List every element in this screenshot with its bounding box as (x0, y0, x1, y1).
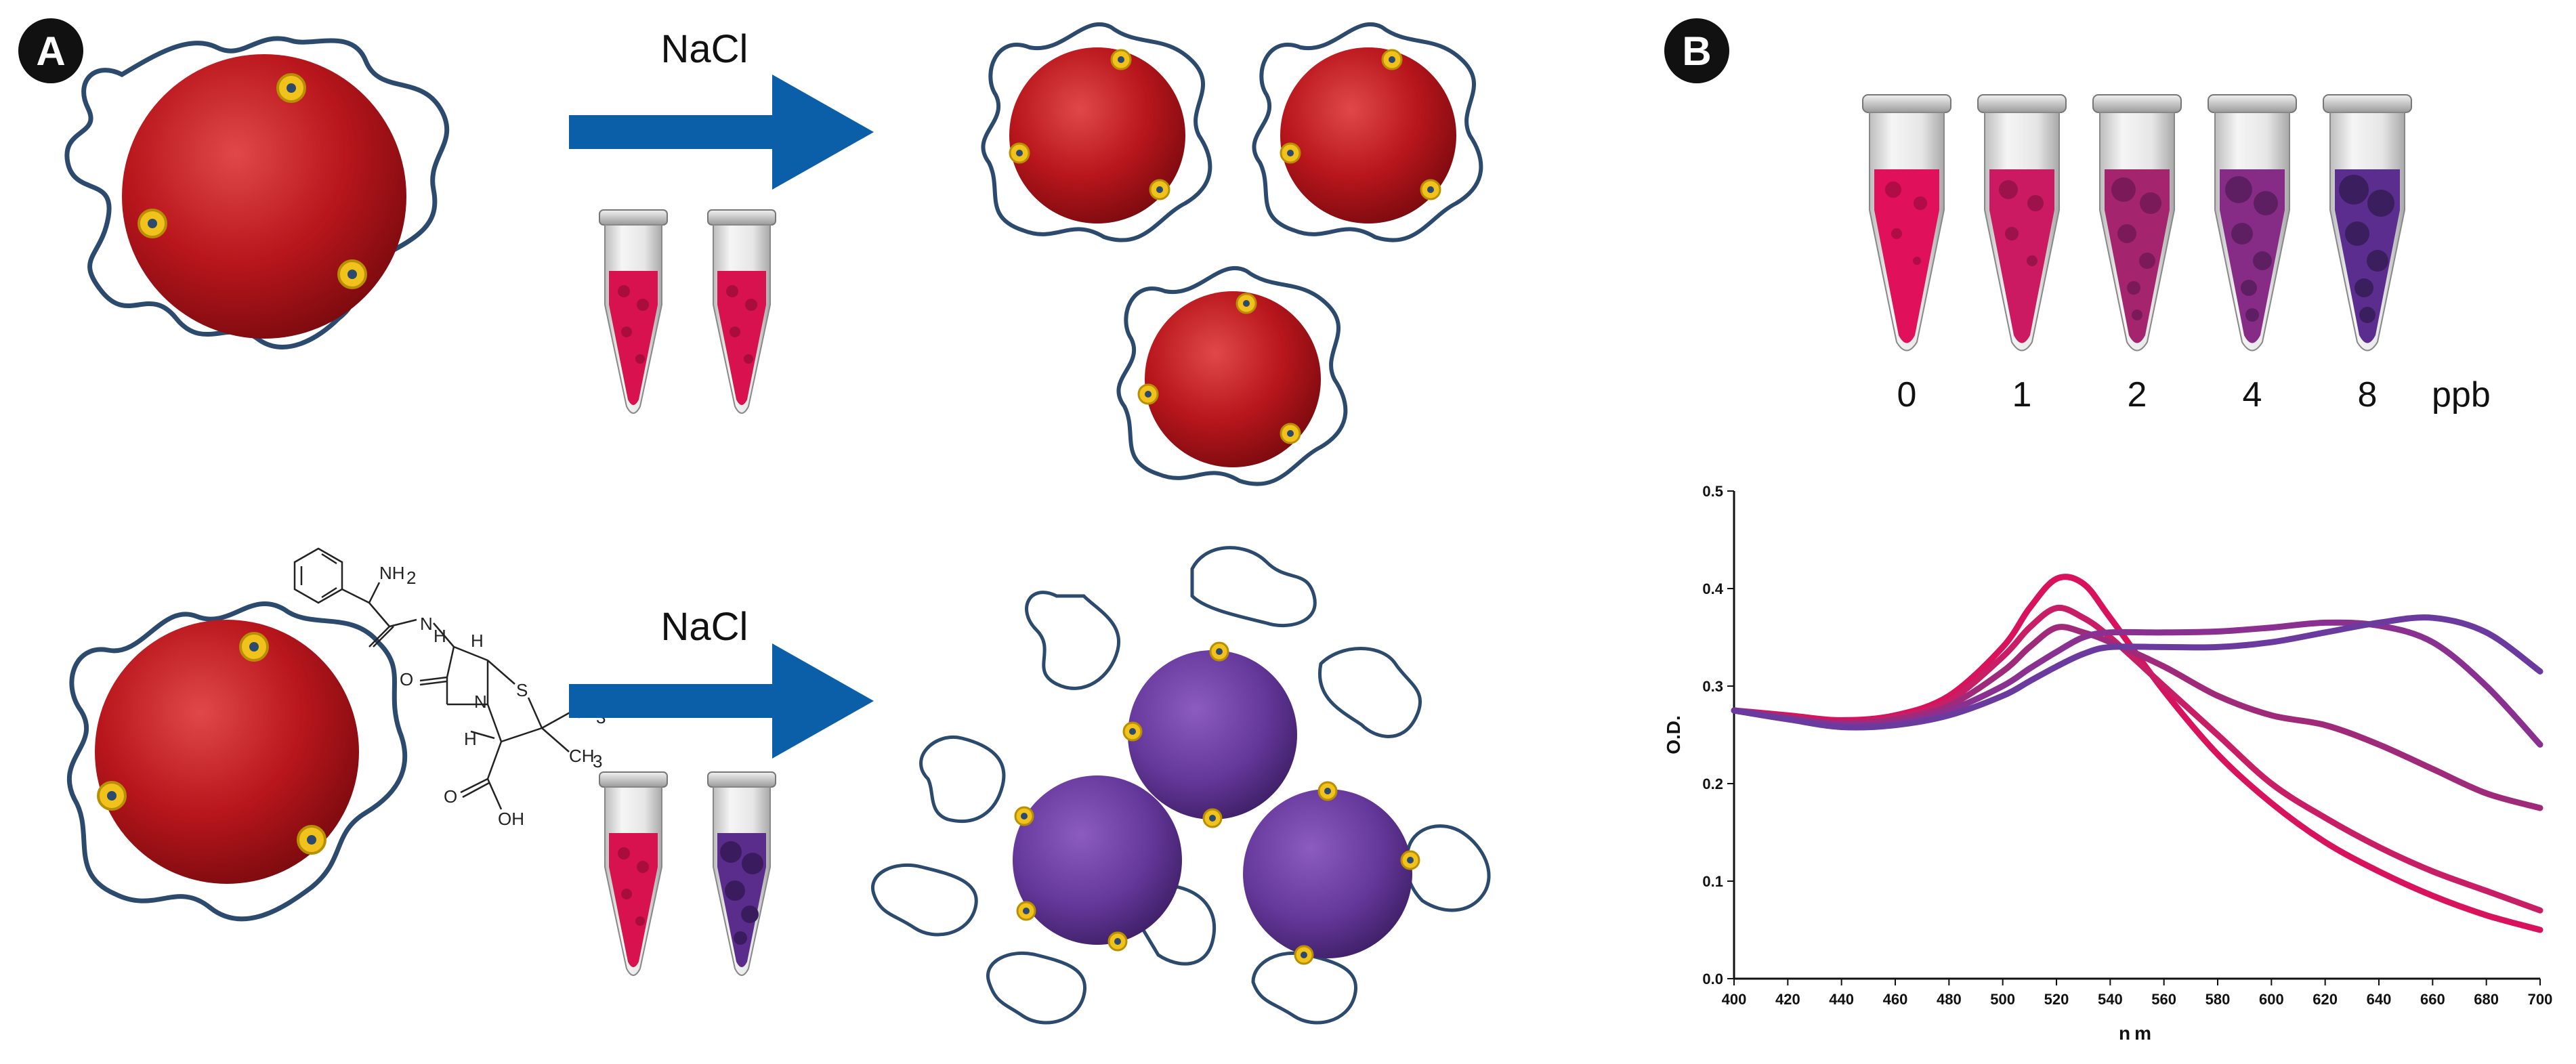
mol-ch3-b-sub: 3 (593, 751, 602, 771)
y-tick-label: 0.2 (1702, 775, 1723, 792)
x-tick-label: 420 (1775, 991, 1800, 1008)
tube-label: 2 (2128, 375, 2147, 414)
x-tick-label: 480 (1937, 991, 1962, 1008)
tube-red (599, 771, 668, 976)
tube-label: 1 (2012, 375, 2032, 414)
mol-ch3-b: CH (569, 746, 595, 766)
x-tick-label: 640 (2367, 991, 2392, 1008)
x-tick-label: 460 (1883, 991, 1908, 1008)
y-tick-label: 0.3 (1702, 678, 1723, 695)
mol-n: N (420, 614, 433, 634)
bound-ligands (870, 546, 1491, 1025)
nacl-label-top: NaCl (661, 27, 748, 71)
mol-nh2-sub: 2 (406, 568, 416, 588)
y-tick-label: 0.5 (1702, 483, 1723, 500)
mol-h-top: H (471, 631, 484, 651)
x-tick-label: 620 (2313, 991, 2338, 1008)
mol-oh: OH (498, 809, 524, 829)
arrow-top (569, 75, 874, 190)
x-tick-label: 400 (1722, 991, 1747, 1008)
od-spectrum-chart: 0.0 0.1 0.2 0.3 0.4 0.5 400 420 440 460 480 500 520 5… (1663, 483, 2552, 1044)
nanoparticle-red-top (64, 36, 450, 349)
mol-o-acid: O (444, 786, 457, 807)
spectrum-line-3 (1731, 624, 2543, 811)
x-tick-label: 600 (2259, 991, 2284, 1008)
x-tick-label: 520 (2044, 991, 2069, 1008)
panel-b-badge: B (1664, 18, 1729, 83)
panel-a-badge: A (18, 18, 83, 83)
x-tick-label: 560 (2151, 991, 2176, 1008)
x-tick-label: 440 (1829, 991, 1854, 1008)
y-tick-label: 0.1 (1702, 873, 1723, 890)
nanoparticle-red-bottom (66, 601, 408, 922)
tube-series: 0 1 2 4 8 ppb (1862, 94, 2491, 414)
tube-label: 0 (1897, 375, 1917, 414)
tube-0-ppb (1862, 94, 1951, 352)
x-tick-label: 660 (2420, 991, 2445, 1008)
tube-1-ppb (1977, 94, 2067, 352)
x-axis-title: nm (2119, 1023, 2155, 1044)
x-tick-label: 500 (1990, 991, 2015, 1008)
mol-nh2: NH (379, 563, 405, 583)
y-tick-label: 0.0 (1702, 971, 1723, 987)
x-tick-label: 580 (2205, 991, 2231, 1008)
x-tick-label: 700 (2528, 991, 2553, 1008)
nanoparticle-red-dispersed (1116, 265, 1348, 486)
y-axis-title: O.D. (1663, 715, 1684, 754)
tube-label: 4 (2243, 375, 2262, 414)
nacl-label-bottom: NaCl (661, 605, 748, 649)
spectrum-line-5 (1731, 614, 2543, 731)
tube-4-ppb (2208, 94, 2297, 352)
tube-8-ppb (2323, 94, 2412, 352)
x-tick-label: 540 (2098, 991, 2123, 1008)
tube-unit-label: ppb (2432, 375, 2491, 414)
tube-red (599, 209, 668, 414)
tube-purple (707, 771, 776, 976)
mol-s: S (516, 680, 528, 700)
mol-h: H (434, 626, 446, 646)
mol-o: O (400, 669, 413, 689)
nanoparticle-red-dispersed (981, 22, 1212, 242)
nanoparticle-aggregate (870, 546, 1491, 1025)
x-tick-label: 680 (2474, 991, 2499, 1008)
tube-label: 8 (2358, 375, 2378, 414)
nanoparticle-red-dispersed (1252, 22, 1483, 242)
polymer-strand (64, 36, 450, 349)
y-tick-label: 0.4 (1702, 580, 1723, 597)
mol-h-low: H (464, 729, 477, 749)
mol-n-ring: N (474, 691, 487, 712)
panel-b-letter: B (1682, 28, 1711, 74)
panel-a-letter: A (36, 28, 65, 74)
arrow-bottom (569, 643, 874, 759)
tube-2-ppb (2092, 94, 2182, 352)
tube-red (707, 209, 776, 414)
